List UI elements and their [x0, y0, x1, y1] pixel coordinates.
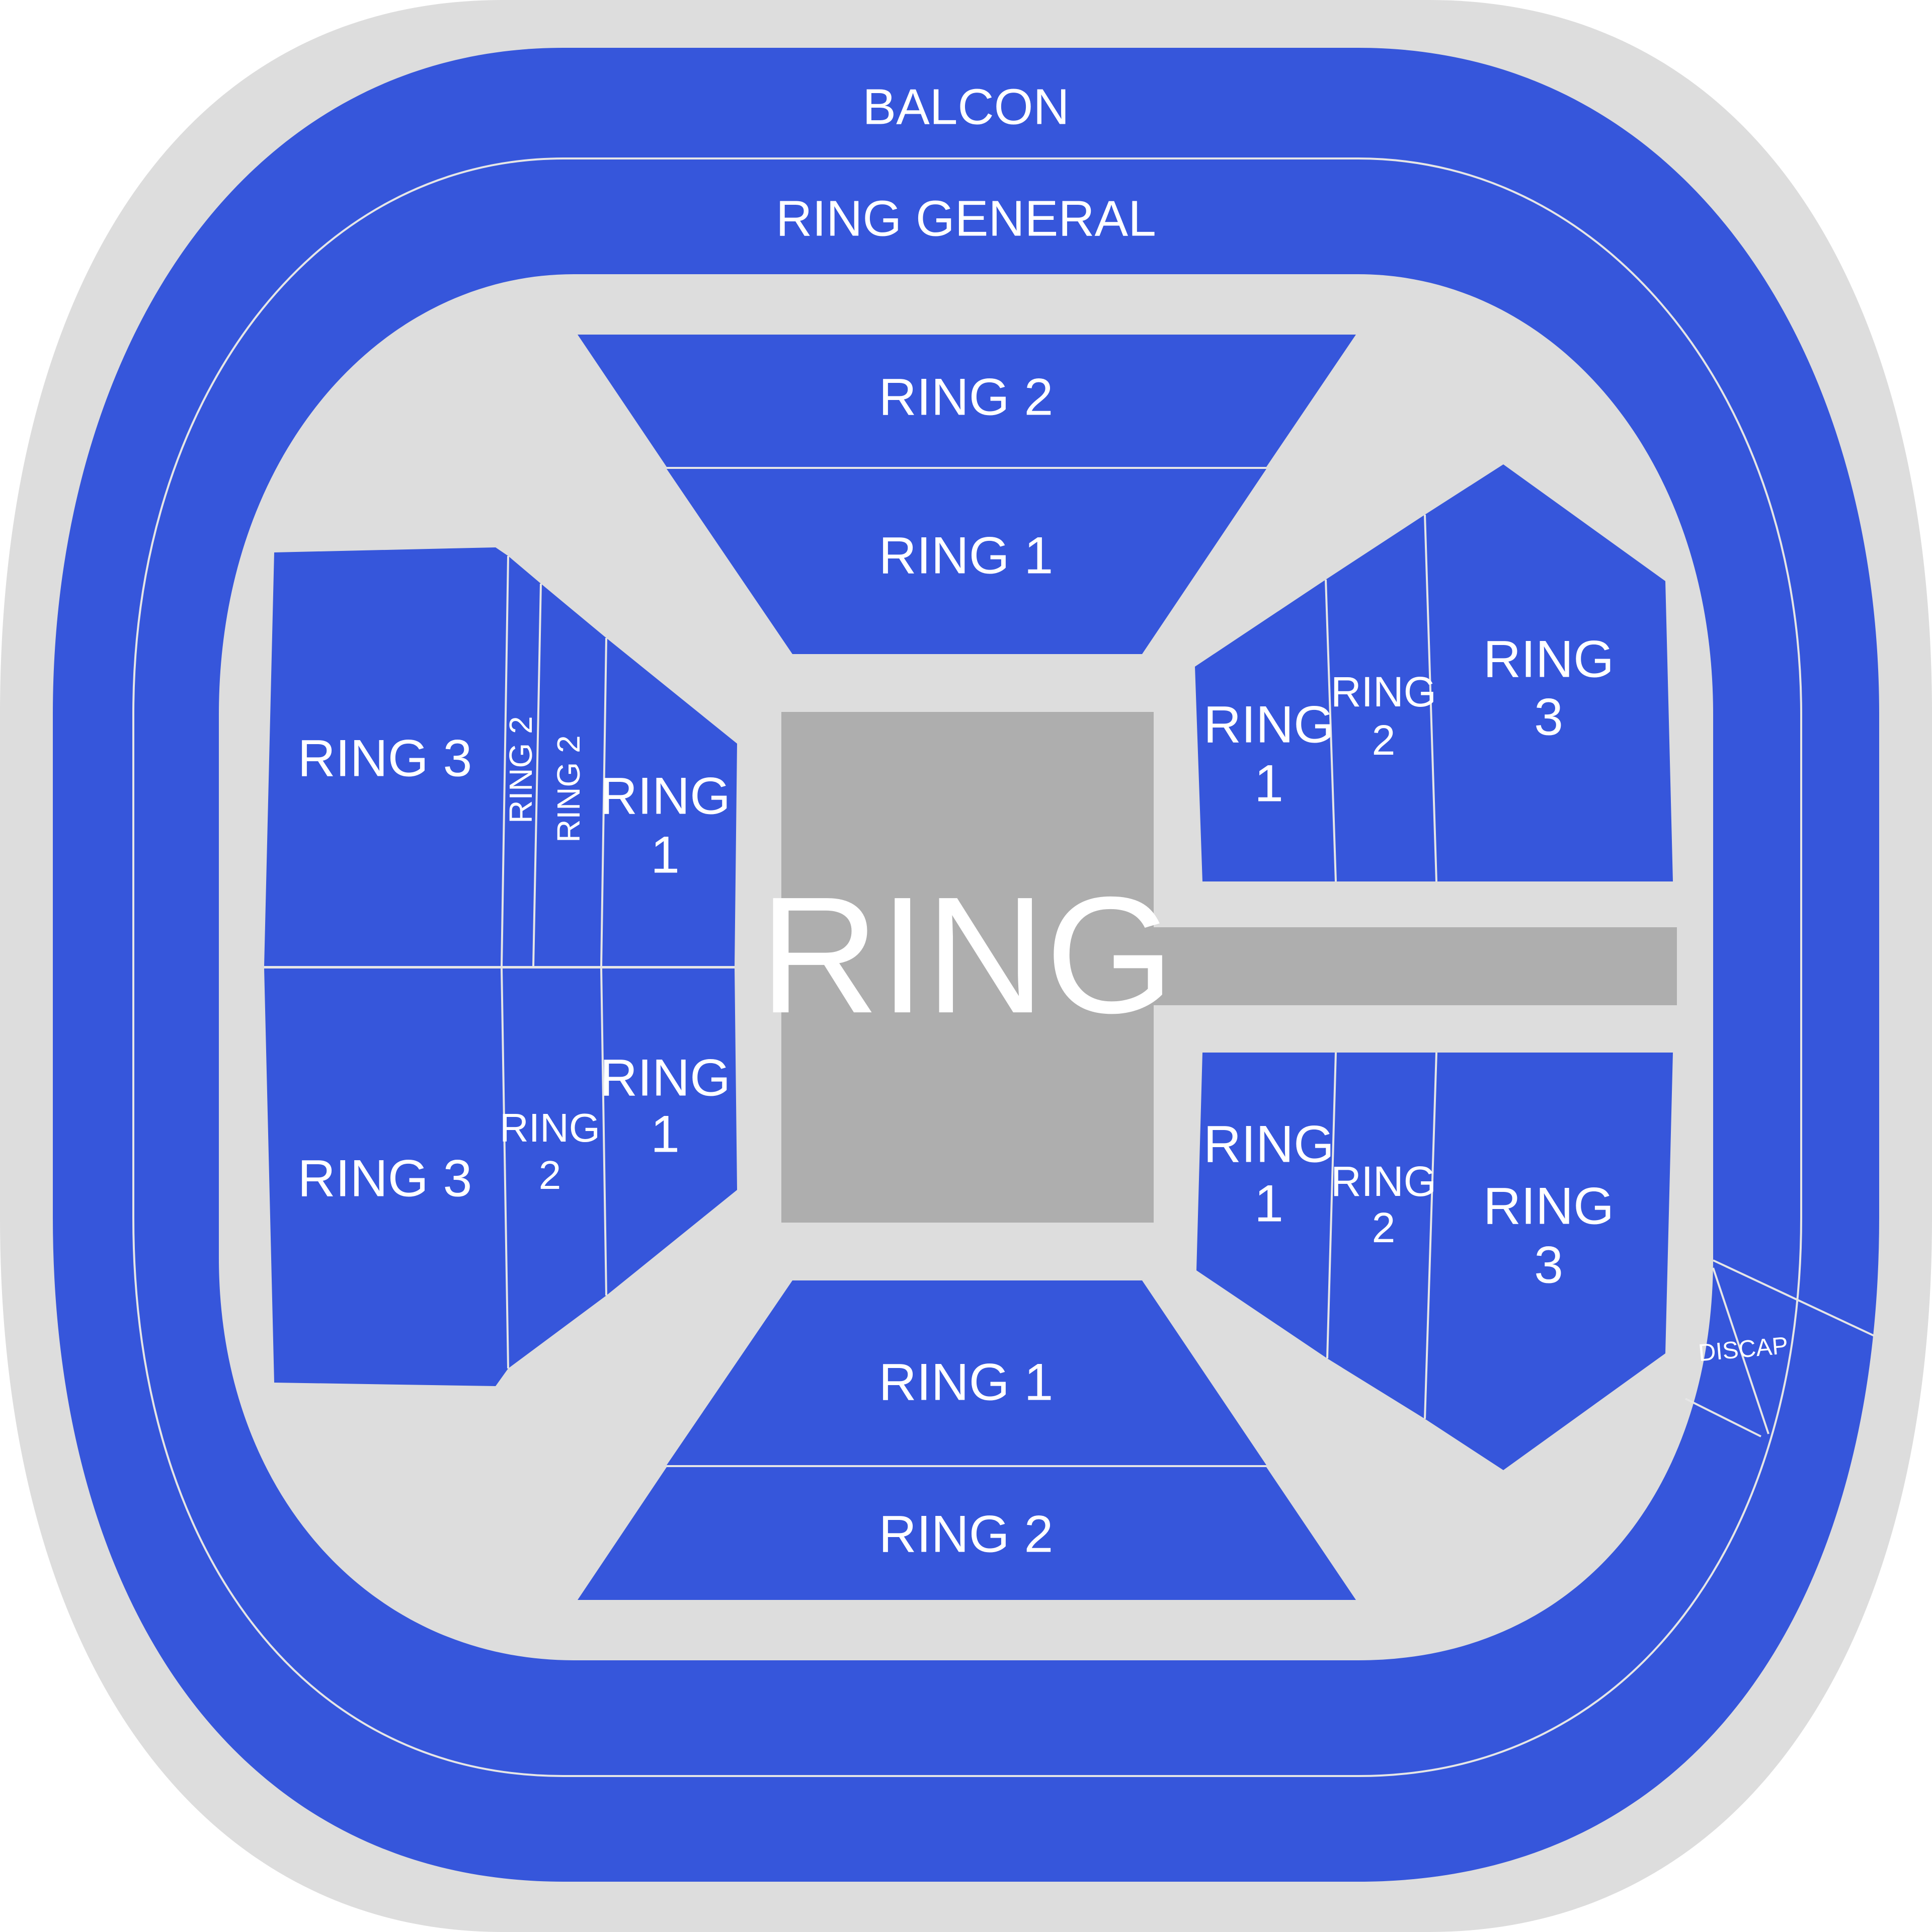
section-left-bottom-ring1[interactable] — [601, 969, 737, 1296]
stage-runway — [1152, 927, 1677, 1005]
section-right-top-ring1[interactable] — [1195, 580, 1336, 881]
section-left-top-ring2b[interactable] — [533, 584, 606, 966]
section-left-bottom-ring3[interactable] — [264, 969, 508, 1386]
section-right-top-ring2[interactable] — [1326, 515, 1436, 881]
block-left-top — [264, 547, 737, 967]
block-left-bottom — [264, 966, 737, 1386]
section-bottom-ring2[interactable] — [578, 1467, 1356, 1600]
section-left-top-ring3[interactable] — [264, 547, 508, 966]
section-bottom-ring1[interactable] — [667, 1280, 1266, 1465]
section-top-ring2[interactable] — [578, 335, 1356, 467]
section-right-bottom-ring1[interactable] — [1196, 1053, 1336, 1358]
section-right-bottom-ring2[interactable] — [1327, 1053, 1436, 1419]
section-right-top-ring3[interactable] — [1425, 464, 1673, 881]
section-right-bottom-ring3[interactable] — [1425, 1053, 1673, 1470]
stage — [781, 712, 1154, 1223]
block-right-top — [1195, 464, 1673, 882]
section-top-ring1[interactable] — [667, 469, 1266, 654]
section-left-top-ring1[interactable] — [601, 638, 737, 966]
section-left-bottom-ring2[interactable] — [502, 969, 606, 1369]
